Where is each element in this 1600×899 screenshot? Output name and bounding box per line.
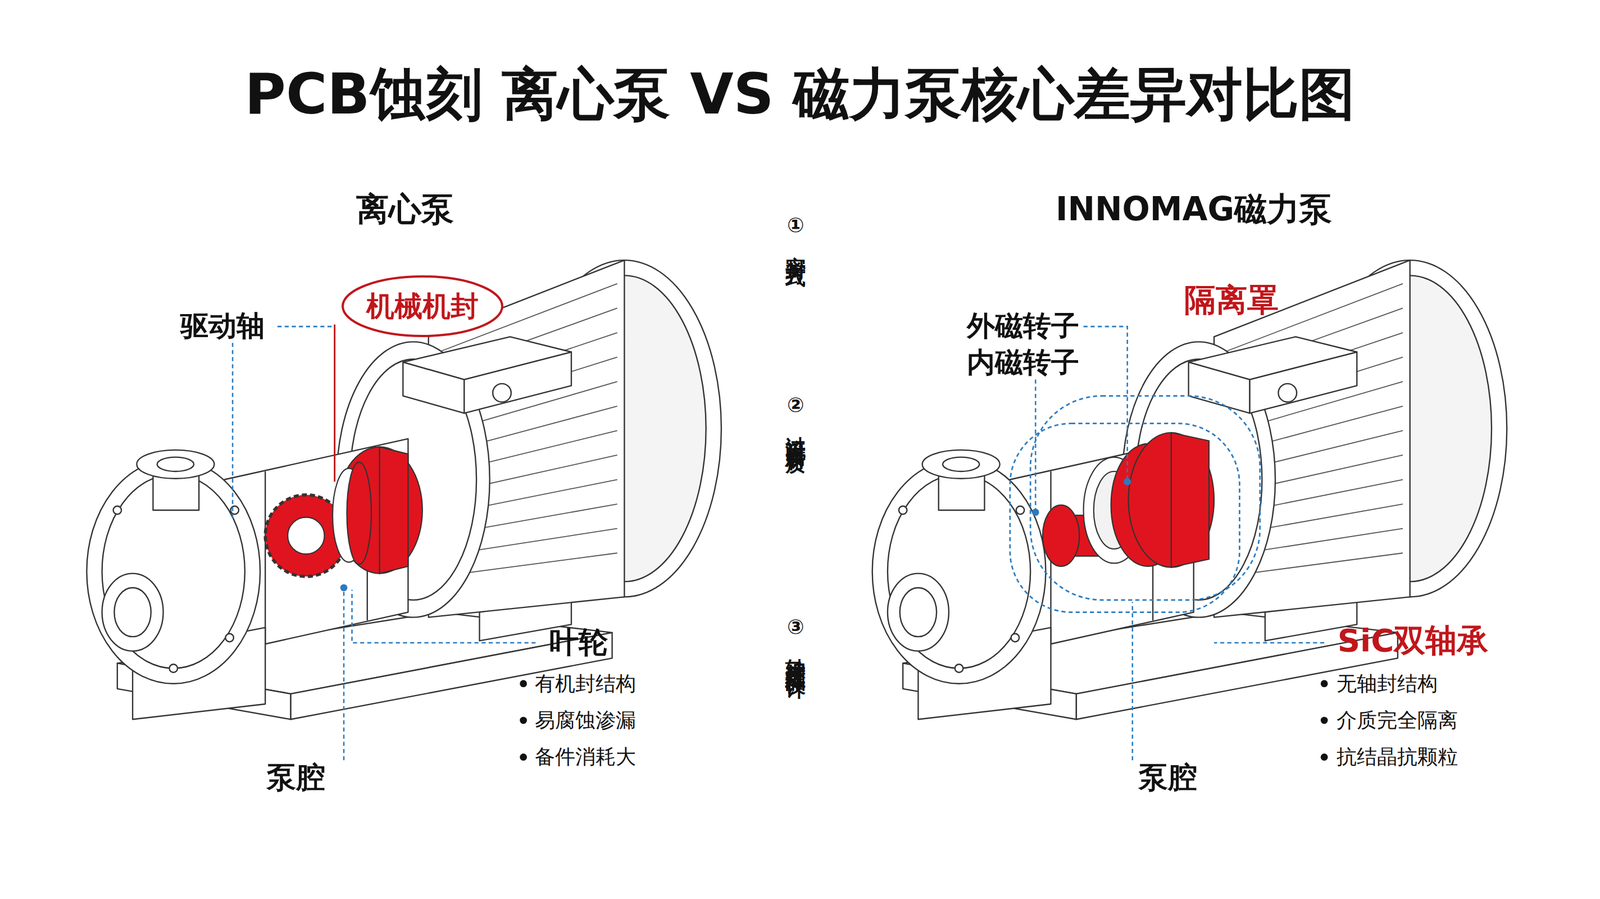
pump-shape-rect	[1030, 396, 1261, 600]
bullet-note: 抗结晶抗颗粒	[1336, 744, 1458, 768]
pump-shape-use	[872, 260, 1508, 720]
pump-shape-circle	[519, 753, 527, 761]
pump-shape-polygon	[379, 446, 409, 574]
pump-shape-circle	[1123, 478, 1131, 486]
pump-shape-circle	[519, 716, 527, 725]
section-heading: INNOMAG磁力泵	[1055, 190, 1333, 229]
pump-shape-rect	[1010, 423, 1240, 613]
leader-dots	[340, 478, 1131, 592]
pump-shape-polygon	[1171, 432, 1209, 568]
pump-shape-path	[343, 589, 345, 761]
pump-shape-path	[232, 342, 234, 521]
comparison-point: ①密封方式	[783, 213, 807, 254]
pump-shape-ellipse	[1042, 505, 1080, 567]
part-label: 驱动轴	[180, 310, 265, 343]
pump-shape-circle	[1320, 753, 1329, 761]
pump-shape-circle	[1320, 679, 1329, 688]
callout-ellipse: 机械机封	[341, 274, 504, 338]
pump-shape-circle	[340, 584, 348, 592]
comparison-point: ②过流耐腐材质	[783, 393, 807, 440]
ellipse-shape	[342, 276, 503, 336]
part-label: 泵腔	[266, 760, 326, 795]
pump-shape-path	[1083, 326, 1128, 480]
pump-shape-path	[1034, 379, 1037, 511]
part-label: 内磁转子	[966, 346, 1080, 380]
pump-shape-circle	[519, 679, 527, 688]
leader-lines	[232, 326, 1325, 761]
bullet-note: 无轴封结构	[1336, 671, 1438, 695]
part-label-highlight: SiC双轴承	[1337, 622, 1489, 659]
pump-shape-ellipse	[346, 462, 372, 565]
part-label: 外磁转子	[966, 310, 1080, 343]
bullet-note: 备件消耗大	[534, 744, 636, 768]
pump-shape-ellipse	[1128, 432, 1215, 568]
pump-drawings	[86, 260, 1507, 761]
pump-shape-use	[86, 260, 722, 720]
pump-shape-path	[352, 589, 536, 643]
pump-shape-circle	[1320, 716, 1329, 725]
pump-shape-circle	[287, 517, 325, 554]
pump-shape-path	[1214, 642, 1325, 644]
comparison-point: ③轴承糯筵晶设计	[783, 615, 807, 666]
pump-shape-path	[277, 325, 335, 328]
magnetic-internals	[1042, 432, 1215, 568]
centrifugal-internals	[265, 446, 423, 577]
bullet-note: 有机封结构	[534, 671, 636, 695]
section-heading: 离心泵	[356, 190, 454, 229]
part-label: 泵腔	[1138, 760, 1198, 795]
pump-shape-circle	[1032, 508, 1040, 516]
diagram-title: PCB蚀刻 离心泵 VS 磁力泵核心差异对比图	[244, 61, 1356, 127]
bullet-note: 介质完全隔离	[1336, 708, 1458, 732]
pump-shape-path	[1131, 601, 1134, 760]
bullet-note: 易腐蚀渗漏	[534, 708, 636, 732]
callout-text: 机械机封	[366, 287, 479, 326]
isolation-shell-outline	[1010, 396, 1261, 613]
bullet-dots	[519, 679, 1328, 761]
part-label: 叶轮	[549, 625, 608, 660]
leader-line-red	[333, 324, 336, 482]
part-label-highlight: 隔离罩	[1184, 282, 1279, 318]
